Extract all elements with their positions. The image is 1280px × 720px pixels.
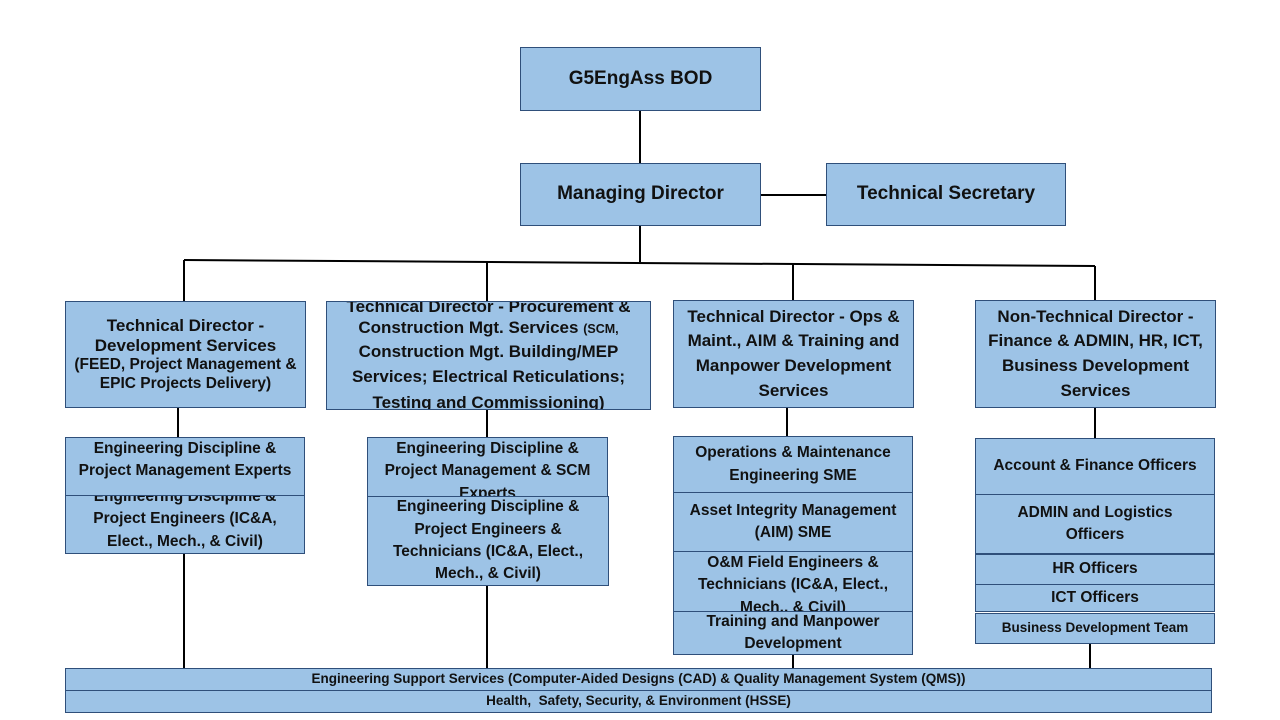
unit-label: Engineering Discipline & Project Enginee… (392, 498, 584, 583)
director-2-title: Technical Director - Procurement & Const… (346, 301, 631, 338)
director-procurement-construction-box: Technical Director - Procurement & Const… (326, 301, 651, 410)
unit-d1-pm-experts: Engineering Discipline & Project Managem… (65, 437, 305, 496)
unit-d2-project-engineers-technicians: Engineering Discipline & Project Enginee… (367, 496, 609, 586)
director-2-detail-lead: (SCM, (583, 322, 619, 337)
managing-director-box: Managing Director (520, 163, 761, 226)
unit-label: ADMIN and Logistics Officers (1017, 503, 1173, 543)
director-development-services-box: Technical Director - Development Service… (65, 301, 306, 408)
director-1-title: Technical Director - Development Service… (94, 315, 277, 355)
technical-secretary-box: Technical Secretary (826, 163, 1066, 226)
unit-d3-training-manpower: Training and Manpower Development (673, 611, 913, 655)
connector-directors-bus (183, 259, 1096, 267)
unit-d3-aim-sme: Asset Integrity Management (AIM) SME (673, 492, 913, 552)
director-1-detail: (FEED, Project Management & EPIC Project… (74, 356, 297, 392)
managing-director-label: Managing Director (557, 183, 724, 205)
unit-label: Business Development Team (1001, 620, 1189, 636)
unit-label: ICT Officers (1051, 588, 1139, 606)
unit-d3-om-sme: Operations & Maintenance Engineering SME (673, 436, 913, 493)
unit-d4-admin-logistics: ADMIN and Logistics Officers (975, 494, 1215, 554)
technical-secretary-label: Technical Secretary (856, 183, 1036, 205)
unit-d3-field-engineers: O&M Field Engineers & Technicians (IC&A,… (673, 551, 913, 612)
unit-label: Account & Finance Officers (993, 457, 1197, 475)
unit-label: Engineering Discipline & Project Managem… (384, 440, 591, 497)
board-label: G5EngAss BOD (568, 67, 713, 89)
unit-label: Engineering Discipline & Project Managem… (78, 440, 292, 480)
shared-service-label: Engineering Support Services (Computer-A… (311, 671, 966, 687)
unit-d4-business-development: Business Development Team (975, 613, 1215, 644)
unit-label: O&M Field Engineers & Technicians (IC&A,… (697, 554, 889, 612)
unit-d2-pm-scm-experts: Engineering Discipline & Project Managem… (367, 437, 608, 497)
unit-d4-hr-officers: HR Officers (975, 554, 1215, 585)
unit-label: Asset Integrity Management (AIM) SME (689, 501, 897, 541)
director-2-detail: Construction Mgt. Building/MEP Services;… (351, 341, 626, 410)
unit-label: Training and Manpower Development (706, 612, 880, 652)
director-4-title: Non-Technical Director - Finance & ADMIN… (988, 306, 1203, 400)
director-ops-maint-box: Technical Director - Ops & Maint., AIM &… (673, 300, 914, 408)
unit-d4-ict-officers: ICT Officers (975, 584, 1215, 612)
shared-engineering-support-services: Engineering Support Services (Computer-A… (65, 668, 1212, 691)
board-of-directors-box: G5EngAss BOD (520, 47, 761, 111)
unit-d1-project-engineers: Engineering Discipline & Project Enginee… (65, 495, 305, 554)
director-3-title: Technical Director - Ops & Maint., AIM &… (687, 306, 900, 400)
unit-label: Operations & Maintenance Engineering SME (695, 444, 891, 484)
unit-label: Engineering Discipline & Project Enginee… (93, 495, 277, 550)
unit-label: HR Officers (1052, 560, 1138, 578)
unit-d4-account-finance: Account & Finance Officers (975, 438, 1215, 495)
shared-service-label: Health, Safety, Security, & Environment … (486, 693, 791, 709)
shared-hsse: Health, Safety, Security, & Environment … (65, 690, 1212, 713)
director-non-technical-box: Non-Technical Director - Finance & ADMIN… (975, 300, 1216, 408)
